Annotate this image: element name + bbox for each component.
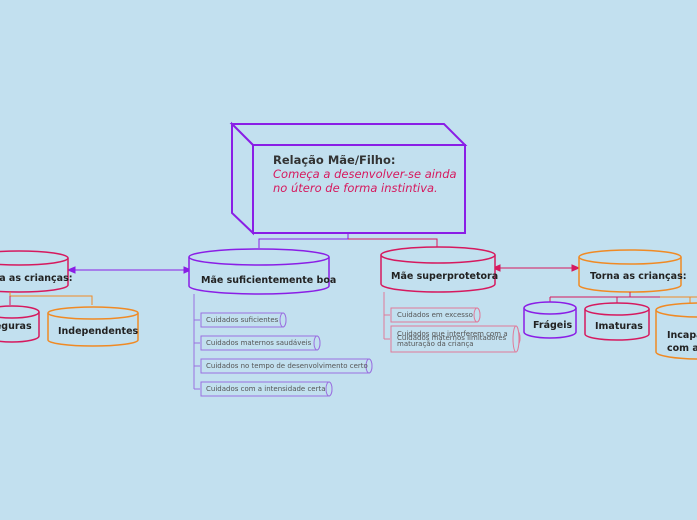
node-independentes[interactable]	[47, 306, 139, 347]
right-sub-boxes	[390, 307, 521, 353]
node-imaturas[interactable]	[584, 302, 650, 341]
left-item-4: Cuidados com a intensidade certa	[206, 385, 326, 393]
node-frageis[interactable]	[523, 301, 577, 339]
left-double-arrow	[66, 266, 193, 274]
node-incapazes[interactable]	[655, 302, 697, 360]
right-double-arrow	[491, 264, 581, 272]
right-result-label: Torna as crianças:	[590, 271, 687, 282]
right-item-2: Cuidados maternos limitadores	[397, 334, 507, 342]
left-sub-connectors	[193, 294, 200, 390]
node-left-result[interactable]	[0, 250, 69, 293]
root-text: Relação Mãe/Filho: Começa a desenvolver-…	[273, 153, 458, 195]
right-item-1: Cuidados em excesso	[397, 311, 473, 319]
left-item-2: Cuidados maternos saudáveis	[206, 339, 312, 347]
node-mae-superprotetora[interactable]	[380, 246, 496, 293]
left-result-connectors	[9, 292, 93, 305]
right-sub-connectors	[383, 292, 390, 340]
left-result-child-1: Seguras	[0, 321, 32, 332]
node-right-result[interactable]	[578, 249, 682, 293]
right-result-child-3: Incapazes com a	[667, 330, 697, 354]
root-subtitle: Começa a desenvolver-se ainda no útero d…	[273, 167, 457, 195]
root-connectors	[258, 233, 438, 248]
right-branch-label: Mãe superprotetora	[391, 271, 499, 282]
left-result-child-2: Independentes	[58, 326, 139, 337]
left-item-3: Cuidados no tempo de desenvolvimento cer…	[206, 362, 368, 370]
right-result-child-1: Frágeis	[533, 320, 573, 331]
node-mae-suficientemente-boa[interactable]	[188, 248, 330, 295]
right-item-3: Cuidados que interferem com a maturação …	[397, 330, 508, 348]
root-box[interactable]	[229, 121, 468, 236]
root-title: Relação Mãe/Filho:	[273, 153, 396, 167]
left-item-1: Cuidados suficientes	[206, 316, 279, 324]
left-branch-label: Mãe suficientemente boa	[201, 275, 337, 286]
left-sub-boxes	[200, 312, 373, 397]
left-result-label: Torna as crianças:	[0, 273, 73, 284]
node-seguras[interactable]	[0, 305, 40, 343]
right-result-child-2: Imaturas	[595, 321, 643, 332]
